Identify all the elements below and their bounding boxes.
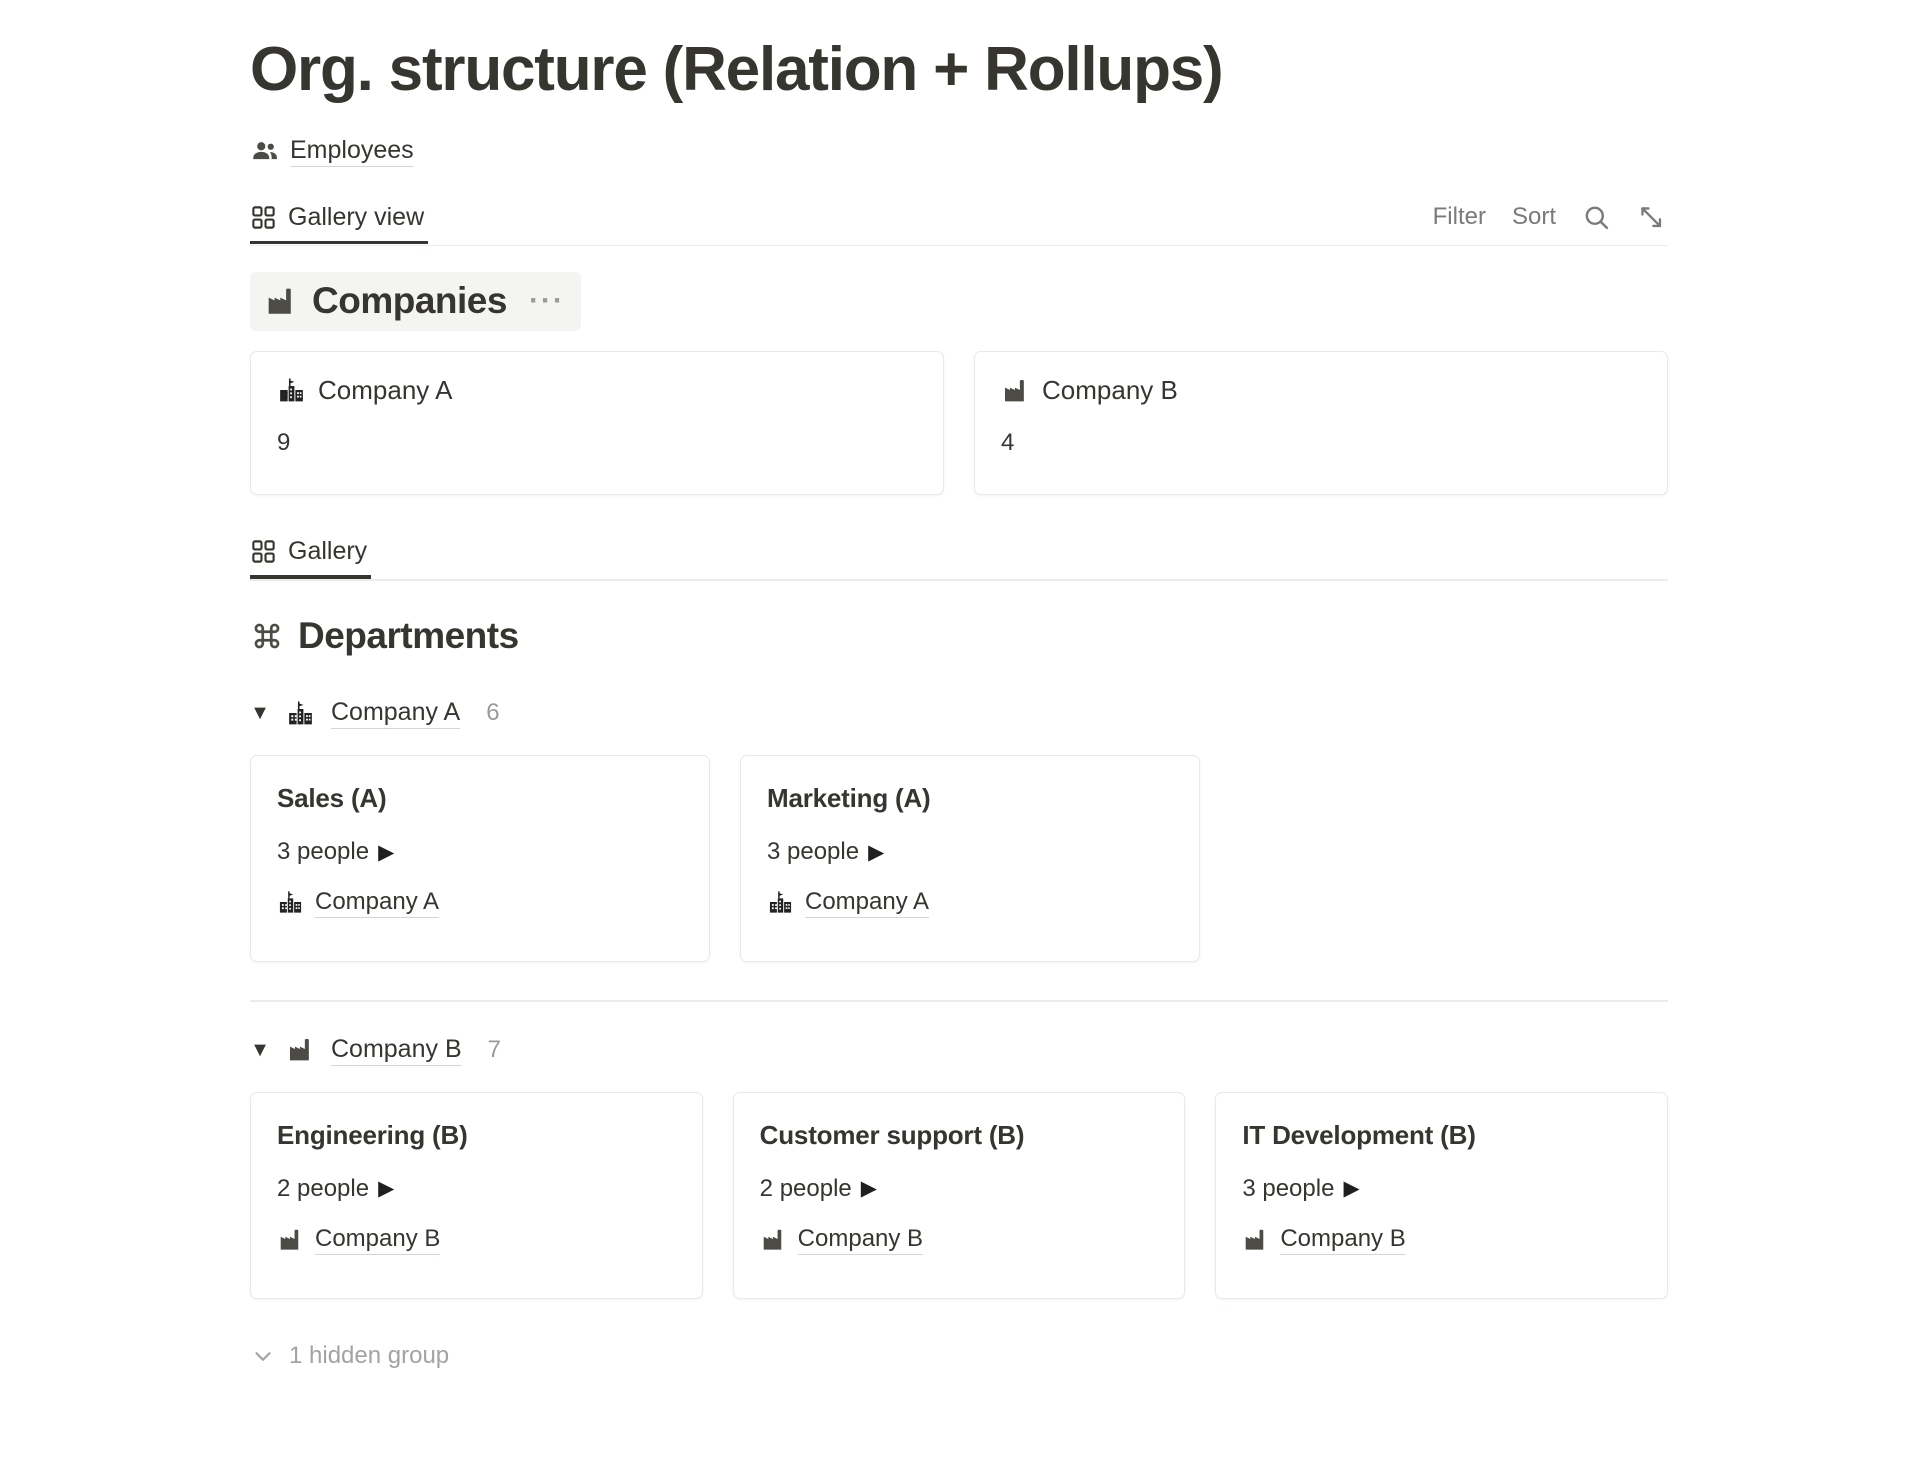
department-title: Customer support (B) bbox=[759, 1119, 1025, 1150]
company-card[interactable]: Company A 9 bbox=[250, 350, 944, 495]
hidden-group-toggle[interactable]: 1 hidden group bbox=[250, 1343, 1916, 1369]
department-card-grid-company-a: Sales (A) 3 people ▶ bbox=[250, 755, 1668, 963]
school-building-icon bbox=[277, 376, 306, 405]
school-building-icon bbox=[286, 699, 315, 728]
view-actions: Filter Sort bbox=[1433, 190, 1668, 244]
companies-card-grid: Company A 9 Company B 4 bbox=[250, 350, 1668, 495]
companies-heading[interactable]: Companies ··· bbox=[250, 272, 581, 331]
department-people[interactable]: 3 people ▶ bbox=[1242, 1174, 1641, 1202]
companies-menu-icon[interactable]: ··· bbox=[528, 284, 565, 318]
play-triangle-icon[interactable]: ▶ bbox=[1343, 1177, 1360, 1201]
sort-button[interactable]: Sort bbox=[1511, 203, 1556, 231]
department-relation-label: Company B bbox=[1280, 1224, 1406, 1255]
department-title: IT Development (B) bbox=[1242, 1119, 1476, 1150]
department-people-count: 3 people bbox=[767, 838, 860, 866]
breadcrumb[interactable]: Employees bbox=[250, 134, 1916, 168]
school-building-icon bbox=[767, 889, 794, 916]
card-title-row: Company A bbox=[277, 376, 917, 405]
play-triangle-icon[interactable]: ▶ bbox=[378, 1177, 395, 1201]
department-relation-label: Company B bbox=[797, 1224, 924, 1255]
department-relation[interactable]: Company B bbox=[1242, 1224, 1641, 1255]
departments-heading[interactable]: Departments bbox=[250, 607, 535, 666]
department-relation[interactable]: Company B bbox=[760, 1224, 1159, 1255]
department-people[interactable]: 3 people ▶ bbox=[277, 840, 683, 864]
company-card-metric: 4 bbox=[1001, 428, 1015, 456]
tab-label: Gallery bbox=[288, 537, 368, 566]
group-label: Company B bbox=[331, 1034, 462, 1066]
department-people[interactable]: 2 people ▶ bbox=[277, 1174, 676, 1202]
view-toolbar: Gallery view Filter Sort bbox=[250, 190, 1668, 247]
department-card[interactable]: Engineering (B) 2 people ▶ Company B bbox=[250, 1091, 703, 1299]
department-people[interactable]: 2 people ▶ bbox=[759, 1174, 1159, 1202]
expand-diagonal-icon[interactable] bbox=[1637, 203, 1666, 232]
play-triangle-icon[interactable]: ▶ bbox=[378, 840, 395, 864]
group-label: Company A bbox=[331, 697, 461, 730]
filter-button[interactable]: Filter bbox=[1432, 203, 1486, 231]
companies-heading-label: Companies bbox=[312, 280, 507, 322]
company-card[interactable]: Company B 4 bbox=[974, 350, 1668, 495]
department-card[interactable]: Sales (A) 3 people ▶ bbox=[250, 755, 710, 963]
group-header-company-a[interactable]: ▼ Company A 6 bbox=[250, 693, 1916, 733]
group-count: 6 bbox=[486, 699, 500, 727]
department-title: Engineering (B) bbox=[277, 1119, 468, 1150]
departments-view-toolbar: Gallery bbox=[250, 525, 1668, 581]
hidden-group-label: 1 hidden group bbox=[289, 1341, 450, 1369]
chevron-down-icon bbox=[250, 1343, 276, 1369]
tab-gallery-view[interactable]: Gallery view bbox=[250, 190, 429, 245]
company-card-metric: 9 bbox=[277, 428, 291, 456]
group-count: 7 bbox=[487, 1035, 501, 1063]
group-header-company-b[interactable]: ▼ Company B 7 bbox=[250, 1030, 1916, 1070]
company-card-title: Company A bbox=[318, 374, 453, 405]
factory-icon bbox=[277, 1226, 304, 1253]
search-icon[interactable] bbox=[1582, 203, 1611, 232]
department-relation-label: Company A bbox=[315, 887, 440, 919]
command-icon bbox=[250, 619, 284, 653]
page-title: Org. structure (Relation + Rollups) bbox=[250, 35, 1224, 104]
factory-icon bbox=[1001, 376, 1030, 405]
tab-gallery[interactable]: Gallery bbox=[250, 525, 372, 579]
department-relation[interactable]: Company B bbox=[277, 1224, 676, 1255]
department-title: Marketing (A) bbox=[767, 783, 931, 814]
department-people[interactable]: 3 people ▶ bbox=[767, 840, 1173, 864]
department-relation[interactable]: Company A bbox=[767, 887, 1173, 919]
factory-icon bbox=[286, 1035, 315, 1064]
department-card[interactable]: Marketing (A) 3 people ▶ bbox=[740, 755, 1200, 963]
department-people-count: 3 people bbox=[277, 838, 370, 866]
department-people-count: 3 people bbox=[1242, 1174, 1335, 1202]
play-triangle-icon[interactable]: ▶ bbox=[860, 1177, 877, 1201]
people-icon bbox=[250, 136, 280, 166]
department-card-grid-company-b: Engineering (B) 2 people ▶ Company B Cus… bbox=[250, 1091, 1669, 1299]
departments-heading-label: Departments bbox=[298, 614, 519, 656]
department-title: Sales (A) bbox=[277, 783, 387, 814]
department-card[interactable]: Customer support (B) 2 people ▶ Company … bbox=[732, 1091, 1186, 1299]
tab-label: Gallery view bbox=[288, 202, 425, 231]
group-collapse-caret[interactable]: ▼ bbox=[250, 1038, 270, 1061]
factory-icon bbox=[1242, 1226, 1269, 1253]
department-relation-label: Company A bbox=[805, 887, 930, 919]
departments-view-actions bbox=[1666, 525, 1668, 579]
card-title-row: Company B bbox=[1001, 376, 1641, 405]
play-triangle-icon[interactable]: ▶ bbox=[868, 840, 885, 864]
group-divider bbox=[250, 1000, 1668, 1002]
breadcrumb-label: Employees bbox=[290, 135, 414, 168]
factory-icon bbox=[760, 1226, 787, 1253]
gallery-grid-icon bbox=[250, 538, 277, 565]
department-card[interactable]: IT Development (B) 3 people ▶ Company B bbox=[1215, 1091, 1669, 1299]
school-building-icon bbox=[277, 889, 304, 916]
company-card-title: Company B bbox=[1042, 374, 1178, 405]
department-relation[interactable]: Company A bbox=[277, 887, 683, 919]
factory-icon bbox=[264, 284, 298, 318]
group-collapse-caret[interactable]: ▼ bbox=[250, 702, 270, 725]
department-people-count: 2 people bbox=[277, 1174, 370, 1202]
department-relation-label: Company B bbox=[315, 1224, 441, 1255]
gallery-grid-icon bbox=[250, 204, 277, 231]
department-people-count: 2 people bbox=[759, 1174, 852, 1202]
